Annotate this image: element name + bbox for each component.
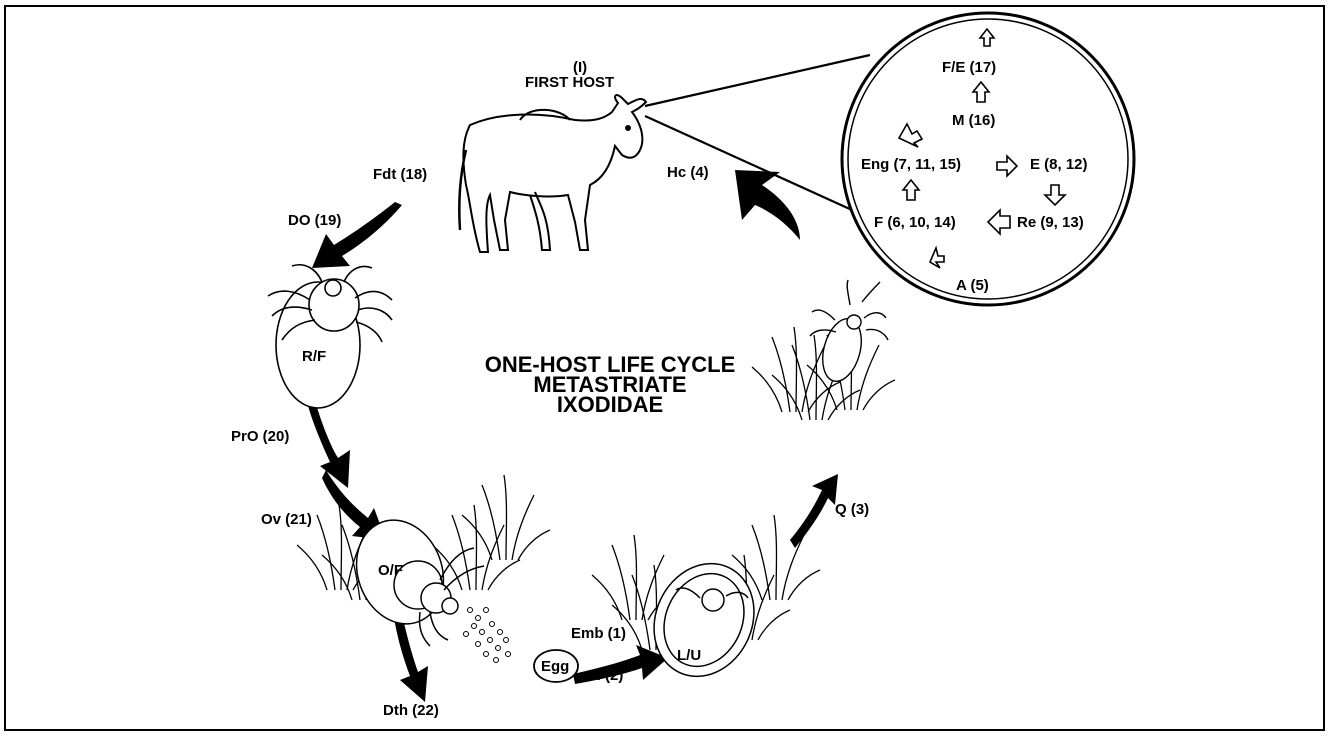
- inset-fe: F/E (17): [942, 60, 996, 75]
- inset-e: E (8, 12): [1030, 157, 1088, 172]
- stage-h: H (2): [590, 668, 623, 683]
- label-egg: Egg: [541, 659, 569, 674]
- label-rf: R/F: [302, 349, 326, 364]
- host-label: FIRST HOST: [525, 75, 614, 90]
- cycle-arrows: [305, 170, 838, 702]
- inset-m: M (16): [952, 113, 995, 128]
- inset-re: Re (9, 13): [1017, 215, 1084, 230]
- stage-dth: Dth (22): [383, 703, 439, 718]
- label-of: O/F: [378, 563, 403, 578]
- questing-larva-tick: [752, 280, 895, 420]
- title-line-3: IXODIDAE: [460, 395, 760, 415]
- cow-illustration: [459, 95, 646, 252]
- stage-pro: PrO (20): [231, 429, 289, 444]
- stage-ov: Ov (21): [261, 512, 312, 527]
- inset-eng: Eng (7, 11, 15): [861, 157, 961, 172]
- host-number: (I): [573, 60, 587, 75]
- inset-a: A (5): [956, 278, 989, 293]
- diagram-title: ONE-HOST LIFE CYCLE METASTRIATE IXODIDAE: [460, 355, 760, 415]
- stage-q: Q (3): [835, 502, 869, 517]
- stage-emb: Emb (1): [571, 626, 626, 641]
- stage-hc: Hc (4): [667, 165, 709, 180]
- replete-female-tick: [268, 265, 392, 408]
- ovipositing-female-tick: [297, 475, 550, 663]
- stage-fdt: Fdt (18): [373, 167, 427, 182]
- inset-f: F (6, 10, 14): [874, 215, 956, 230]
- label-lu: L/U: [677, 648, 701, 663]
- stage-do: DO (19): [288, 213, 341, 228]
